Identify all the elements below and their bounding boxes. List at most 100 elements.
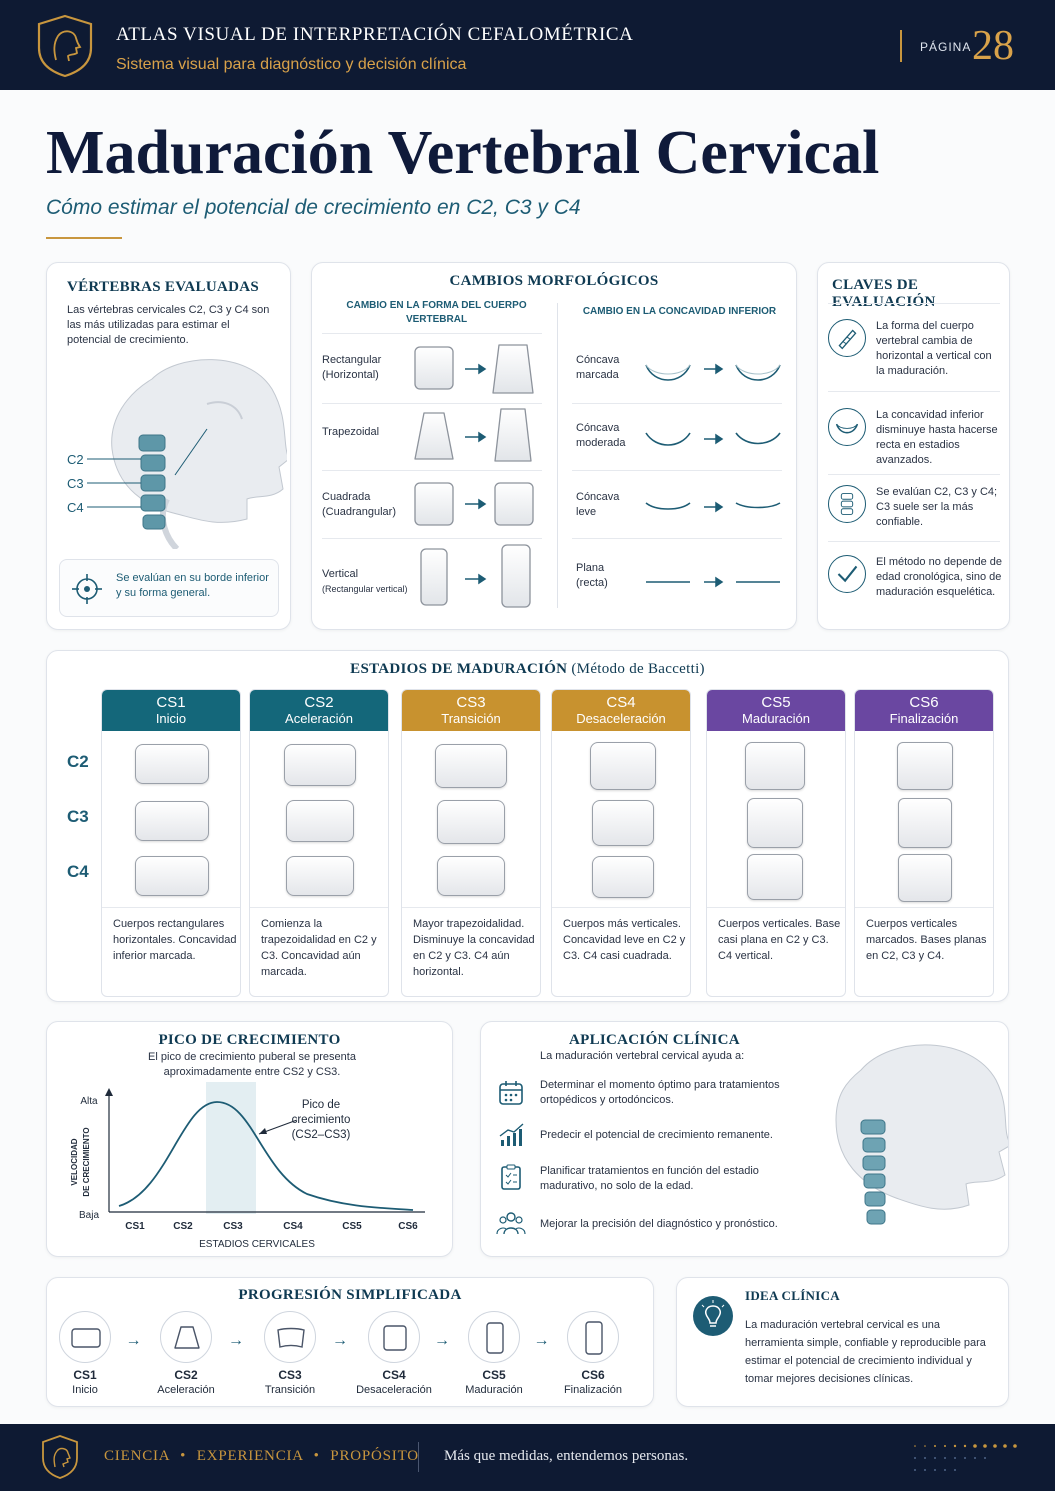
clinical-title: APLICACIÓN CLÍNICA: [569, 1032, 740, 1048]
vertebra-c3: [437, 800, 505, 844]
vertebra-c4: [286, 856, 354, 896]
concavity-row-4: Plana (recta): [576, 561, 608, 591]
shape-row-4: Vertical(Rectangular vertical): [322, 567, 408, 597]
shape-row-sublabel: (Rectangular vertical): [322, 584, 408, 594]
motto-separator: •: [180, 1448, 187, 1464]
arrow-right-icon: →: [434, 1332, 450, 1349]
highlighted-vertebrae: [138, 434, 166, 530]
evaluated-note-text: Se evalúan en su borde inferior y su for…: [116, 572, 269, 599]
vertebra-c2: [897, 742, 953, 790]
concavity-row-label: Cóncava: [576, 491, 620, 503]
progression-step-icon: [264, 1311, 316, 1363]
progression-step-code: CS6: [581, 1368, 605, 1382]
column-divider: [557, 303, 558, 608]
key-item-3: Se evalúan C2, C3 y C4; C3 suele ser la …: [828, 485, 1000, 565]
vertebra-c3: [592, 800, 654, 846]
logo-shield-icon: [37, 14, 93, 78]
footer-motto: CIENCIA • EXPERIENCIA • PROPÓSITO: [104, 1448, 419, 1465]
divider: [828, 303, 1000, 304]
morph-title: CAMBIOS MORFOLÓGICOS: [449, 273, 659, 289]
stage-name: Aceleración: [285, 711, 353, 726]
divider: [828, 391, 1000, 392]
stage-name: Inicio: [155, 711, 187, 726]
progression-step-icon: [468, 1311, 520, 1363]
vertebra-c4: [898, 854, 952, 902]
stage-code: CS1: [156, 694, 186, 711]
logo-shield-icon: [42, 1435, 78, 1479]
concavity-row-label: Cóncava: [576, 354, 620, 366]
shape-row-2: Trapezoidal: [322, 425, 379, 440]
growth-peak-card: PICO DE CRECIMIENTO El pico de crecimien…: [46, 1021, 453, 1257]
evaluated-vertebrae-card: VÉRTEBRAS EVALUADAS Las vértebras cervic…: [46, 262, 291, 630]
progression-step-icon: [160, 1311, 212, 1363]
divider: [855, 907, 993, 908]
clinical-item-text: Planificar tratamientos en función del e…: [540, 1165, 759, 1192]
row-label-c4: C4: [67, 862, 89, 881]
shape-row-3: Cuadrada(Cuadrangular): [322, 490, 396, 520]
row-label-c2: C2: [67, 752, 89, 771]
vertebra-c3: [135, 801, 209, 841]
evaluated-note: Se evalúan en su borde inferior y su for…: [59, 559, 279, 617]
stage-description: Cuerpos verticales marcados. Bases plana…: [866, 918, 987, 962]
shape-diagrams: [414, 344, 534, 608]
y-axis-label: DE CRECIMIENTO: [82, 1127, 91, 1196]
title-underline: [46, 237, 122, 239]
peak-highlight-band: [206, 1082, 256, 1214]
y-high-label: Alta: [80, 1096, 98, 1107]
arrow-right-icon: →: [533, 1332, 550, 1349]
vertebra-c3: [898, 798, 952, 848]
progression-step-name: Desaceleración: [356, 1384, 432, 1396]
clinical-item-text: Determinar el momento óptimo para tratam…: [540, 1079, 780, 1106]
evaluated-text: Las vértebras cervicales C2, C3 y C4 son…: [67, 304, 270, 346]
arrow-right-icon: →: [228, 1332, 244, 1349]
peak-annotation: crecimiento: [292, 1114, 351, 1126]
clipboard-icon: [501, 1164, 521, 1190]
y-axis-label: VELOCIDAD: [70, 1138, 79, 1185]
decorative-dots: [914, 1444, 1017, 1471]
shape-row-label: Cuadrada: [322, 491, 371, 503]
progression-step-code: CS2: [174, 1368, 198, 1382]
x-tick-label: CS5: [342, 1221, 362, 1232]
divider: [572, 470, 782, 471]
stage-description: Mayor trapezoidalidad. Disminuye la conc…: [413, 918, 535, 978]
concavity-header: CAMBIO EN LA CONCAVIDAD INFERIOR: [582, 306, 777, 317]
concavity-row-sublabel: (recta): [576, 577, 608, 589]
divider: [322, 470, 542, 471]
footer-divider: [418, 1442, 419, 1472]
keys-title: CLAVES DE EVALUACIÓN: [832, 277, 936, 310]
target-icon: [72, 574, 102, 604]
clinical-application-card: APLICACIÓN CLÍNICA La maduración vertebr…: [480, 1021, 1009, 1257]
motto-separator: •: [313, 1448, 320, 1464]
key-item-text: La concavidad inferior disminuye hasta h…: [876, 409, 998, 466]
stage-name: Transición: [441, 711, 501, 726]
key-item-1: La forma del cuerpo vertebral cambia de …: [828, 319, 1000, 399]
concavity-diagrams: [645, 363, 781, 588]
people-icon: [496, 1212, 526, 1235]
concavity-row-sublabel: marcada: [576, 369, 619, 381]
progression-step-icon: [567, 1311, 619, 1363]
shape-row-label: Rectangular: [322, 354, 382, 366]
stage-code: CS5: [761, 694, 791, 711]
progression-step-code: CS3: [278, 1368, 302, 1382]
concavity-row-label: Plana: [576, 562, 605, 574]
vertebra-c2: [135, 744, 209, 784]
calendar-icon: [499, 1081, 523, 1105]
lightbulb-icon: [693, 1296, 733, 1336]
idea-text: La maduración vertebral cervical es una …: [745, 1319, 986, 1385]
progression-step-name: Inicio: [72, 1384, 98, 1396]
key-item-2: La concavidad inferior disminuye hasta h…: [828, 408, 1000, 488]
peak-annotation: (CS2–CS3): [292, 1129, 351, 1141]
shape-header: CAMBIO EN LA FORMA DEL CUERPO VERTEBRAL: [346, 300, 527, 325]
stage-name: Desaceleración: [576, 711, 666, 726]
clinical-item-text: Mejorar la precisión del diagnóstico y p…: [540, 1218, 778, 1230]
arrow-right-icon: →: [125, 1332, 142, 1349]
maturation-stages-card: ESTADIOS DE MADURACIÓN (Método de Baccet…: [46, 650, 1009, 1002]
progression-step-code: CS4: [382, 1368, 406, 1382]
